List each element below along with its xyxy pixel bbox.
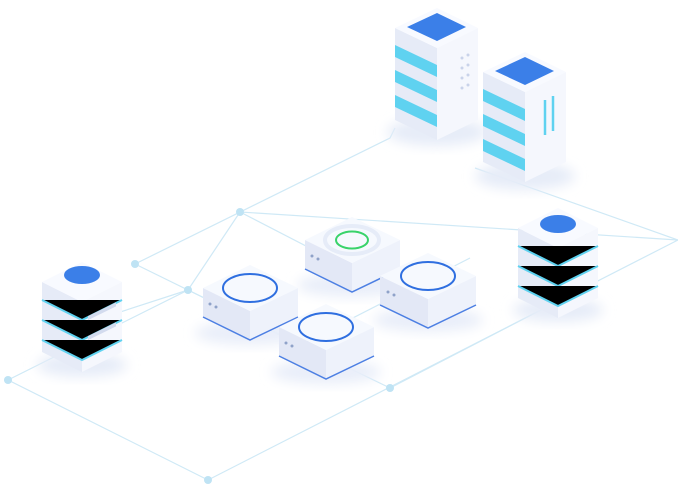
hub-right — [373, 253, 483, 332]
short-server-left — [37, 262, 127, 377]
short-server-right — [513, 208, 603, 322]
network-nodes — [4, 208, 394, 484]
tall-server-a — [387, 8, 487, 146]
hub-front — [271, 304, 381, 384]
hub-top — [297, 217, 407, 297]
tall-server-b — [475, 52, 575, 190]
hub-left — [195, 265, 305, 345]
